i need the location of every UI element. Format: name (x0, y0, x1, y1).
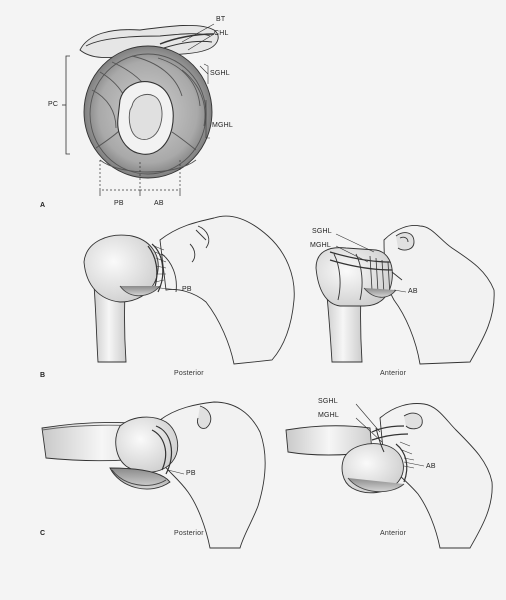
humeral-head (115, 416, 179, 473)
view-label-b-anterior: Anterior (380, 370, 407, 377)
view-label-c-anterior: Anterior (380, 530, 407, 537)
label-b-right-mghl: MGHL (310, 242, 332, 249)
label-c-right-ab: AB (426, 463, 436, 470)
panel-c-posterior-drawing (41, 401, 266, 549)
view-label-c-posterior: Posterior (174, 530, 204, 537)
view-label-b-posterior: Posterior (174, 370, 204, 377)
panel-a-drawing (62, 23, 219, 196)
panel-letter-c: C (40, 530, 46, 537)
panel-letter-b: B (40, 372, 46, 379)
label-b-left-pb: PB (182, 286, 192, 293)
label-chl: CHL (214, 30, 229, 37)
label-b-right-ab: AB (408, 288, 418, 295)
posterior-pouch (109, 467, 171, 490)
label-ab: AB (154, 200, 164, 207)
label-bt: BT (216, 16, 226, 23)
panel-b-posterior-drawing (83, 215, 295, 365)
scapula (383, 225, 495, 365)
label-b-right-sghl: SGHL (312, 228, 332, 235)
scapula (379, 403, 493, 549)
label-c-left-pb: PB (186, 470, 196, 477)
label-c-right-mghl: MGHL (318, 412, 340, 419)
label-pb: PB (114, 200, 124, 207)
humeral-head (83, 234, 159, 303)
panel-c-anterior-drawing (285, 403, 493, 549)
panel-letter-a: A (40, 202, 46, 209)
scapula (159, 215, 295, 365)
scapula (159, 401, 266, 549)
panel-b-anterior-drawing (315, 225, 495, 365)
label-sghl: SGHL (210, 70, 230, 77)
label-c-right-sghl: SGHL (318, 398, 338, 405)
label-pc: PC (48, 101, 59, 108)
label-mghl: MGHL (212, 122, 234, 129)
